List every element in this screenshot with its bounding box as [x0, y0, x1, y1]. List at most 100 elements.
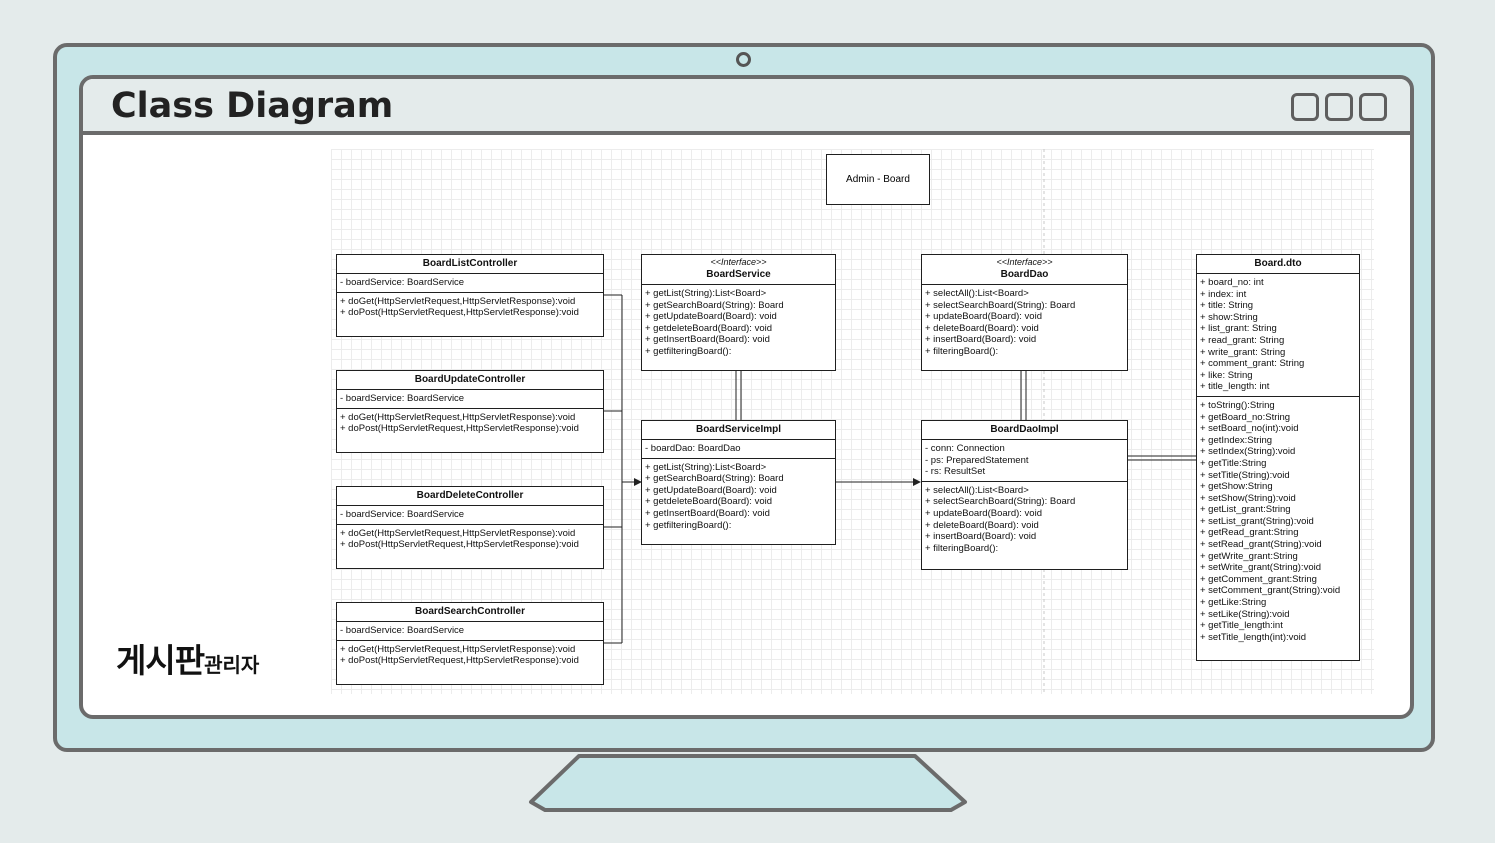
brand-label: 게시판관리자	[116, 634, 259, 682]
method: + setTitle(String):void	[1200, 469, 1290, 481]
class-boardupdatecontroller[interactable]: BoardUpdateController - boardService: Bo…	[336, 370, 604, 453]
attribute: + title: String	[1200, 300, 1254, 312]
class-header: BoardUpdateController	[337, 371, 603, 390]
window-titlebar: Class Diagram	[83, 79, 1410, 135]
class-header: BoardListController	[337, 255, 603, 274]
method: + getTitle_length:int	[1200, 620, 1283, 632]
class-methods: + doGet(HttpServletRequest,HttpServletRe…	[337, 409, 603, 438]
attribute: - boardService: BoardService	[340, 509, 465, 520]
method: + getList(String):List<Board>	[645, 461, 767, 473]
attribute: + comment_grant: String	[1200, 358, 1305, 370]
attribute: - boardDao: BoardDao	[645, 443, 741, 454]
method: + getWrite_grant:String	[1200, 550, 1298, 562]
window-button-close[interactable]	[1359, 93, 1387, 121]
class-attributes: - boardService: BoardService	[337, 274, 603, 293]
method: + doGet(HttpServletRequest,HttpServletRe…	[340, 643, 576, 655]
attribute: + write_grant: String	[1200, 346, 1286, 358]
method: + selectSearchBoard(String): Board	[925, 299, 1076, 311]
class-attributes: + board_no: int + index: int + title: St…	[1197, 274, 1359, 397]
class-methods: + selectAll():List<Board> + selectSearch…	[922, 482, 1127, 558]
method: + setShow(String):void	[1200, 492, 1296, 504]
attribute: + show:String	[1200, 311, 1258, 323]
diagram-note: Admin - Board	[826, 154, 930, 205]
window-button-minimize[interactable]	[1291, 93, 1319, 121]
class-stereotype: <<Interface>>	[710, 257, 767, 267]
class-boardserviceimpl[interactable]: BoardServiceImpl - boardDao: BoardDao + …	[641, 420, 836, 545]
class-name: BoardSearchController	[414, 606, 526, 617]
method: + selectSearchBoard(String): Board	[925, 496, 1076, 508]
method: + getUpdateBoard(Board): void	[645, 484, 777, 496]
class-board-dto[interactable]: Board.dto + board_no: int + index: int +…	[1196, 254, 1360, 661]
method: + setRead_grant(String):void	[1200, 539, 1322, 551]
attribute: - boardService: BoardService	[340, 277, 465, 288]
method: + setLike(String):void	[1200, 608, 1290, 620]
method: + filteringBoard():	[925, 345, 999, 357]
class-attributes: - boardService: BoardService	[337, 506, 603, 525]
method: + deleteBoard(Board): void	[925, 519, 1039, 531]
method: + updateBoard(Board): void	[925, 507, 1042, 519]
method: + getUpdateBoard(Board): void	[645, 311, 777, 323]
method: + getfilteringBoard():	[645, 345, 732, 357]
method: + getSearchBoard(String): Board	[645, 299, 784, 311]
class-name: BoardServiceImpl	[695, 424, 782, 435]
method: + getSearchBoard(String): Board	[645, 473, 784, 485]
class-header: <<Interface>> BoardService	[642, 255, 835, 285]
class-header: BoardDeleteController	[337, 487, 603, 506]
method: + getList(String):List<Board>	[645, 288, 767, 299]
method: + doPost(HttpServletRequest,HttpServletR…	[340, 423, 579, 435]
method: + setBoard_no(int):void	[1200, 423, 1299, 435]
attribute: + title_length: int	[1200, 381, 1270, 393]
class-name: BoardUpdateController	[414, 374, 526, 385]
class-boarddeletecontroller[interactable]: BoardDeleteController - boardService: Bo…	[336, 486, 604, 569]
class-name: BoardListController	[422, 258, 518, 269]
method: + insertBoard(Board): void	[925, 531, 1037, 543]
method: + setTitle_length(int):void	[1200, 631, 1307, 643]
attribute: - boardService: BoardService	[340, 625, 465, 636]
window-title: Class Diagram	[111, 86, 394, 126]
method: + selectAll():List<Board>	[925, 288, 1029, 299]
method: + setWrite_grant(String):void	[1200, 562, 1321, 574]
attribute: + read_grant: String	[1200, 334, 1285, 346]
method: + getInsertBoard(Board): void	[645, 507, 770, 519]
class-methods: + selectAll():List<Board> + selectSearch…	[922, 285, 1127, 361]
class-stereotype: <<Interface>>	[996, 257, 1053, 267]
method: + getShow:String	[1200, 481, 1273, 493]
class-boardsearchcontroller[interactable]: BoardSearchController - boardService: Bo…	[336, 602, 604, 685]
class-name: BoardDao	[1000, 269, 1049, 280]
method: + getdeleteBoard(Board): void	[645, 322, 773, 334]
class-name: BoardService	[706, 269, 771, 280]
class-name: BoardDeleteController	[416, 490, 524, 501]
method: + getfilteringBoard():	[645, 519, 732, 531]
class-attributes: - boardService: BoardService	[337, 390, 603, 409]
class-boardlistcontroller[interactable]: BoardListController - boardService: Boar…	[336, 254, 604, 337]
attribute: - ps: PreparedStatement	[925, 454, 1029, 466]
method: + getComment_grant:String	[1200, 573, 1317, 585]
attribute: + board_no: int	[1200, 277, 1264, 288]
method: + setComment_grant(String):void	[1200, 585, 1341, 597]
method: + filteringBoard():	[925, 542, 999, 554]
method: + updateBoard(Board): void	[925, 311, 1042, 323]
attribute: + like: String	[1200, 369, 1253, 381]
attribute: - conn: Connection	[925, 443, 1005, 454]
attribute: - rs: ResultSet	[925, 466, 986, 478]
class-header: <<Interface>> BoardDao	[922, 255, 1127, 285]
brand-main: 게시판	[116, 641, 205, 680]
method: + getBoard_no:String	[1200, 411, 1291, 423]
class-name: BoardDaoImpl	[990, 424, 1059, 435]
class-header: Board.dto	[1197, 255, 1359, 274]
method: + doPost(HttpServletRequest,HttpServletR…	[340, 307, 579, 319]
method: + getTitle:String	[1200, 457, 1267, 469]
method: + setList_grant(String):void	[1200, 515, 1314, 527]
class-boarddaoimpl[interactable]: BoardDaoImpl - conn: Connection - ps: Pr…	[921, 420, 1128, 570]
method: + selectAll():List<Board>	[925, 484, 1029, 496]
class-boarddao[interactable]: <<Interface>> BoardDao + selectAll():Lis…	[921, 254, 1128, 371]
window-button-maximize[interactable]	[1325, 93, 1353, 121]
class-methods: + getList(String):List<Board> + getSearc…	[642, 285, 835, 361]
class-header: BoardServiceImpl	[642, 421, 835, 440]
class-header: BoardSearchController	[337, 603, 603, 622]
method: + getdeleteBoard(Board): void	[645, 496, 773, 508]
class-methods: + getList(String):List<Board> + getSearc…	[642, 459, 835, 535]
class-boardservice[interactable]: <<Interface>> BoardService + getList(Str…	[641, 254, 836, 371]
method: + getLike:String	[1200, 597, 1267, 609]
method: + toString():String	[1200, 399, 1275, 411]
